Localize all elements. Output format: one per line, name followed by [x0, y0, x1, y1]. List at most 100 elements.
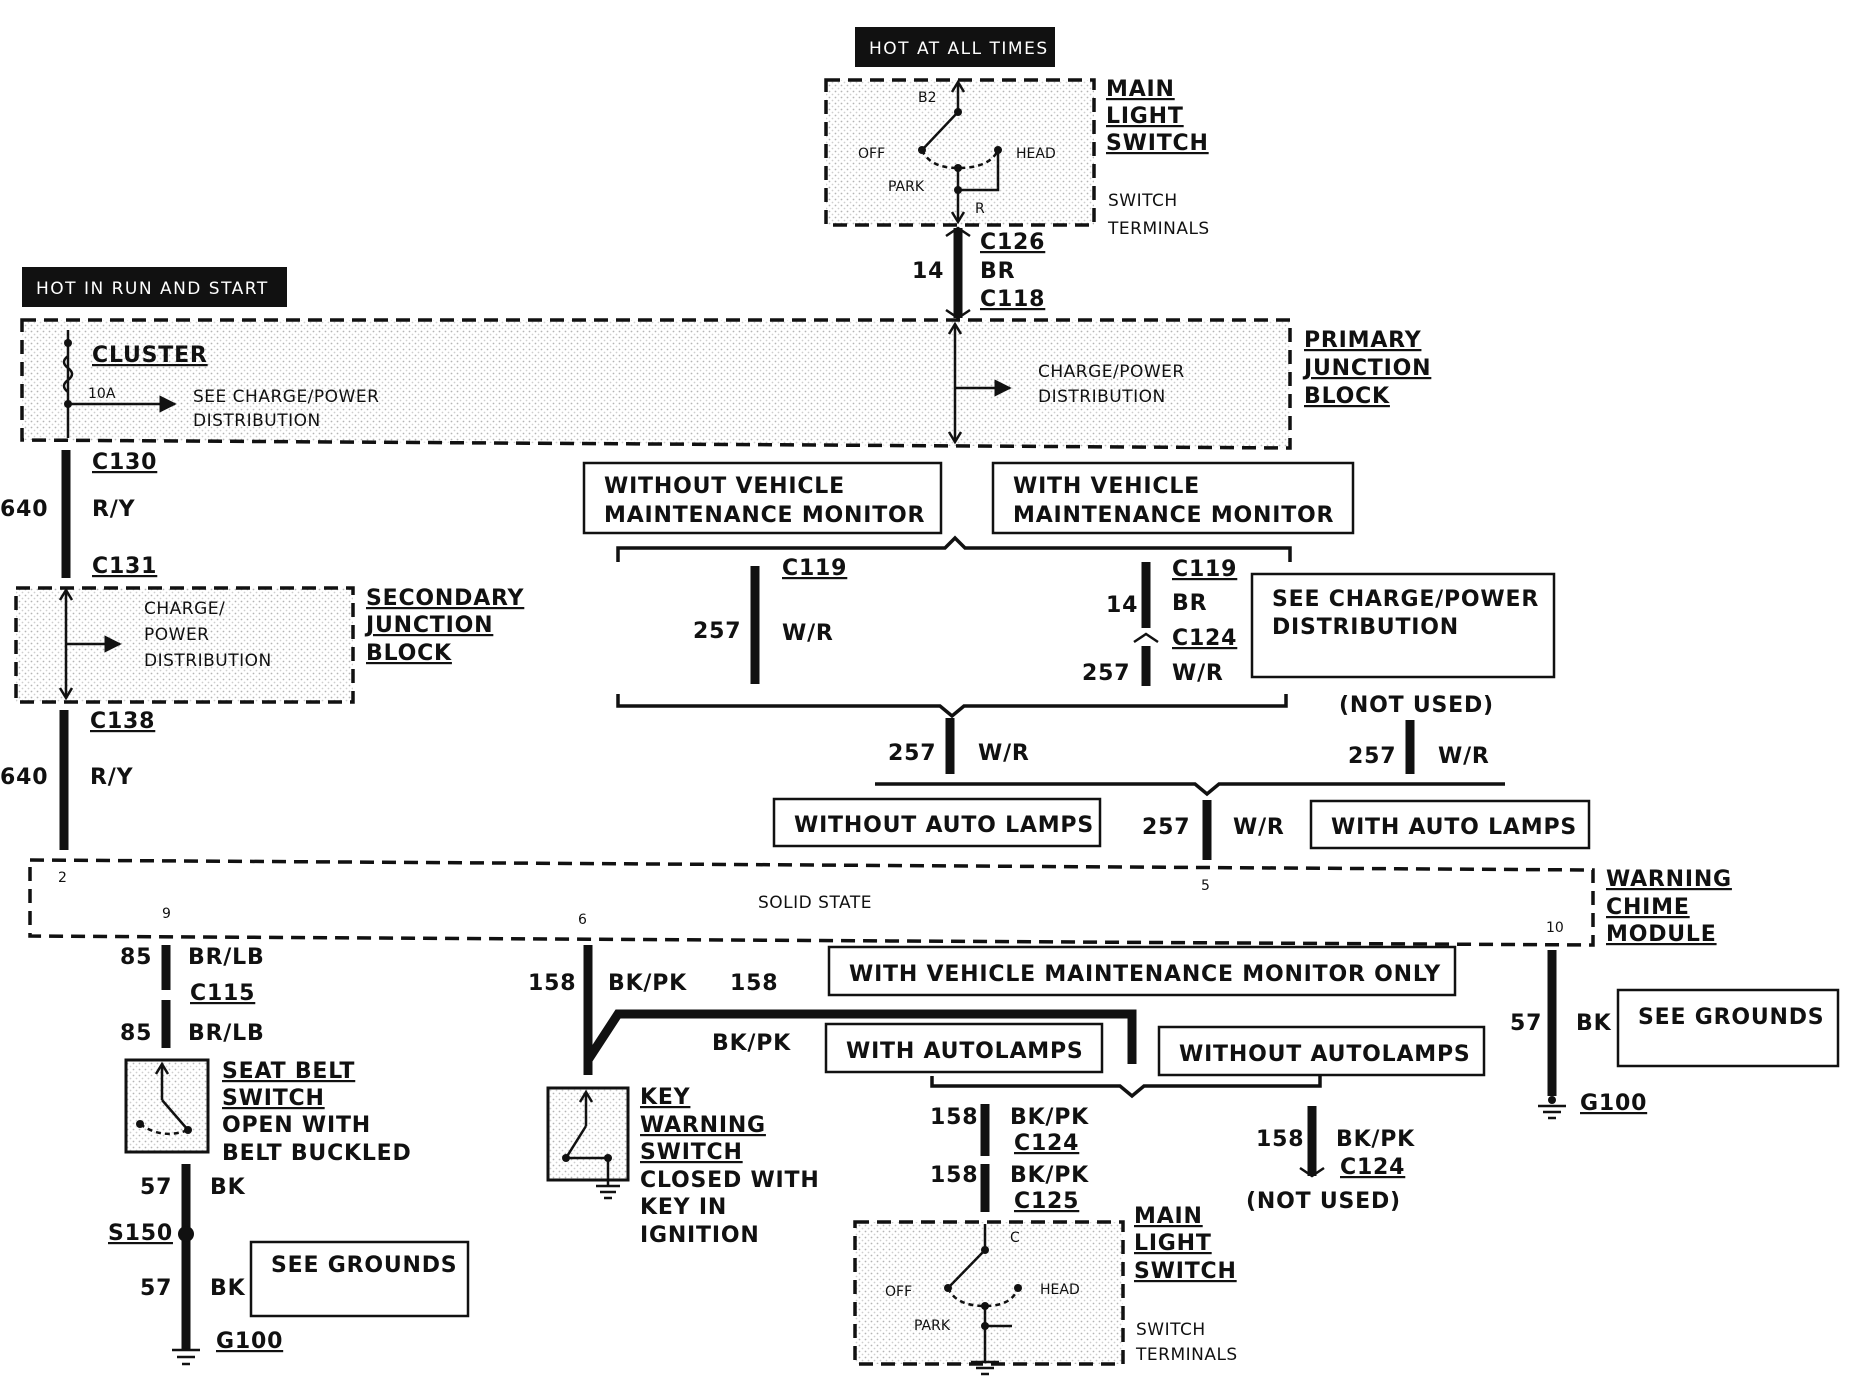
svg-text:KEY: KEY	[640, 1085, 691, 1110]
svg-text:JUNCTION: JUNCTION	[364, 613, 493, 638]
svg-text:(NOT USED): (NOT USED)	[1246, 1189, 1401, 1214]
svg-text:14: 14	[1106, 593, 1138, 618]
svg-text:MAINTENANCE MONITOR: MAINTENANCE MONITOR	[1013, 503, 1334, 528]
option-with-vmm: WITH VEHICLE MAINTENANCE MONITOR	[991, 461, 1355, 535]
svg-text:257: 257	[1142, 815, 1190, 840]
svg-text:C125: C125	[1014, 1189, 1079, 1214]
svg-text:MAINTENANCE MONITOR: MAINTENANCE MONITOR	[604, 503, 925, 528]
svg-text:BK: BK	[1576, 1011, 1612, 1036]
svg-text:IGNITION: IGNITION	[640, 1223, 760, 1248]
seat-belt-switch: SEAT BELT SWITCH OPEN WITH BELT BUCKLED	[124, 1058, 411, 1166]
label-off: OFF	[885, 1284, 912, 1300]
wire-257-wr-not-used: (NOT USED) 257 W/R	[1339, 693, 1494, 774]
svg-text:C118: C118	[980, 287, 1045, 312]
main-light-switch-top: B2 OFF HEAD PARK R MAIN LIGHT SWITCH SWI…	[824, 77, 1209, 239]
svg-text:W/R: W/R	[782, 621, 834, 646]
svg-text:BK/PK: BK/PK	[712, 1031, 791, 1056]
svg-text:C119: C119	[782, 556, 847, 581]
svg-text:257: 257	[1082, 661, 1130, 686]
svg-text:BK/PK: BK/PK	[1336, 1127, 1415, 1152]
svg-text:BR/LB: BR/LB	[188, 1021, 265, 1046]
svg-text:WITH VEHICLE: WITH VEHICLE	[1013, 474, 1200, 499]
svg-text:57: 57	[140, 1175, 172, 1200]
label-park: PARK	[888, 179, 925, 195]
svg-text:158: 158	[1256, 1127, 1304, 1152]
svg-text:BK/PK: BK/PK	[1010, 1105, 1089, 1130]
wire-14-br: C126 14 BR C118	[912, 226, 1045, 320]
key-warning-wire: 158 BK/PK 158 BK/PK	[528, 945, 1137, 1075]
pin-9: 9	[162, 906, 171, 922]
solid-state-label: SOLID STATE	[758, 893, 872, 913]
svg-text:SEE GROUNDS: SEE GROUNDS	[271, 1253, 457, 1278]
svg-text:C119: C119	[1172, 557, 1237, 582]
svg-text:WITH AUTOLAMPS: WITH AUTOLAMPS	[846, 1039, 1084, 1064]
key-warning-switch: KEY WARNING SWITCH CLOSED WITH KEY IN IG…	[546, 1085, 820, 1248]
wire-640-ry-upper: C130 640 R/Y C131	[0, 450, 156, 579]
svg-text:CHARGE/: CHARGE/	[144, 599, 225, 619]
ground-icon	[596, 1184, 620, 1200]
svg-text:DISTRIBUTION: DISTRIBUTION	[193, 411, 321, 431]
main-light-switch-bottom: C OFF HEAD PARK MAIN LIGHT SWITCH SWITCH…	[853, 1204, 1237, 1376]
option-without-vmm: WITHOUT VEHICLE MAINTENANCE MONITOR	[582, 461, 943, 535]
svg-text:BK/PK: BK/PK	[608, 971, 687, 996]
svg-text:MAIN: MAIN	[1106, 77, 1175, 102]
svg-text:BLOCK: BLOCK	[1304, 384, 1390, 409]
svg-text:C124: C124	[1172, 626, 1237, 651]
pin-2: 2	[58, 870, 67, 886]
svg-text:DISTRIBUTION: DISTRIBUTION	[144, 651, 272, 671]
svg-text:SWITCH: SWITCH	[1106, 131, 1209, 156]
svg-text:OPEN WITH: OPEN WITH	[222, 1113, 371, 1138]
wire-257-wr-without-vmm: C119 257 W/R	[693, 556, 847, 684]
svg-text:BR: BR	[1172, 591, 1207, 616]
seat-belt-ground: 57 BK S150 57 BK SEE GROUNDS G100	[108, 1164, 470, 1366]
svg-text:158: 158	[930, 1105, 978, 1130]
svg-text:HOT AT ALL TIMES: HOT AT ALL TIMES	[869, 39, 1049, 59]
svg-text:257: 257	[888, 741, 936, 766]
svg-text:MODULE: MODULE	[1606, 922, 1717, 947]
svg-text:MAIN: MAIN	[1134, 1204, 1203, 1229]
terminal-b2: B2	[918, 90, 937, 106]
svg-text:257: 257	[693, 619, 741, 644]
svg-text:C124: C124	[1014, 1131, 1079, 1156]
wire-vmm-stack: C119 14 BR C124 257 W/R	[1082, 557, 1237, 686]
svg-text:(NOT USED): (NOT USED)	[1339, 693, 1494, 718]
wire-640-ry-lower: C138 640 R/Y	[0, 709, 155, 850]
svg-text:WARNING: WARNING	[640, 1113, 766, 1138]
wire-158-not-used: 158 BK/PK C124 (NOT USED)	[1246, 1106, 1415, 1214]
svg-text:SEE GROUNDS: SEE GROUNDS	[1638, 1005, 1824, 1030]
svg-text:SWITCH: SWITCH	[222, 1086, 325, 1111]
svg-text:CHIME: CHIME	[1606, 895, 1690, 920]
svg-text:WITHOUT AUTOLAMPS: WITHOUT AUTOLAMPS	[1179, 1042, 1471, 1067]
svg-text:W/R: W/R	[978, 741, 1030, 766]
svg-text:158: 158	[528, 971, 576, 996]
svg-text:W/R: W/R	[1438, 744, 1490, 769]
vmm-bottom-brace	[616, 694, 1288, 719]
svg-text:C138: C138	[90, 709, 155, 734]
svg-text:85: 85	[120, 1021, 152, 1046]
wire-158-to-main-switch: 158 BK/PK C124 158 BK/PK C125	[930, 1104, 1089, 1214]
option-without-auto-lamps: WITHOUT AUTO LAMPS	[772, 797, 1102, 848]
label-head: HEAD	[1016, 146, 1056, 162]
fuse-10a: 10A	[88, 386, 116, 402]
svg-text:CLOSED WITH: CLOSED WITH	[640, 1168, 820, 1193]
hot-at-all-times-header: HOT AT ALL TIMES	[855, 27, 1055, 67]
svg-text:SWITCH: SWITCH	[1136, 1320, 1206, 1340]
svg-text:WARNING: WARNING	[1606, 867, 1732, 892]
svg-text:LIGHT: LIGHT	[1106, 104, 1184, 129]
svg-text:C126: C126	[980, 230, 1045, 255]
pin-5: 5	[1201, 878, 1210, 894]
svg-text:C124: C124	[1340, 1155, 1405, 1180]
seat-belt-branch: 85 BR/LB C115 85 BR/LB	[120, 945, 265, 1048]
svg-text:57: 57	[140, 1276, 172, 1301]
ground-icon	[172, 1348, 200, 1366]
wire-257-wr-mid: 257 W/R	[888, 718, 1030, 774]
svg-text:PRIMARY: PRIMARY	[1304, 328, 1422, 353]
svg-text:JUNCTION: JUNCTION	[1302, 356, 1431, 381]
option-vmm-only: WITH VEHICLE MAINTENANCE MONITOR ONLY	[827, 945, 1457, 997]
svg-text:SECONDARY: SECONDARY	[366, 586, 525, 611]
secondary-junction-block: CHARGE/ POWER DISTRIBUTION SECONDARY JUN…	[14, 586, 525, 704]
svg-text:85: 85	[120, 945, 152, 970]
hot-in-run-start-header: HOT IN RUN AND START	[22, 267, 287, 307]
warning-chime-module: 2 9 6 5 10 SOLID STATE WARNING CHIME MOD…	[28, 858, 1732, 947]
